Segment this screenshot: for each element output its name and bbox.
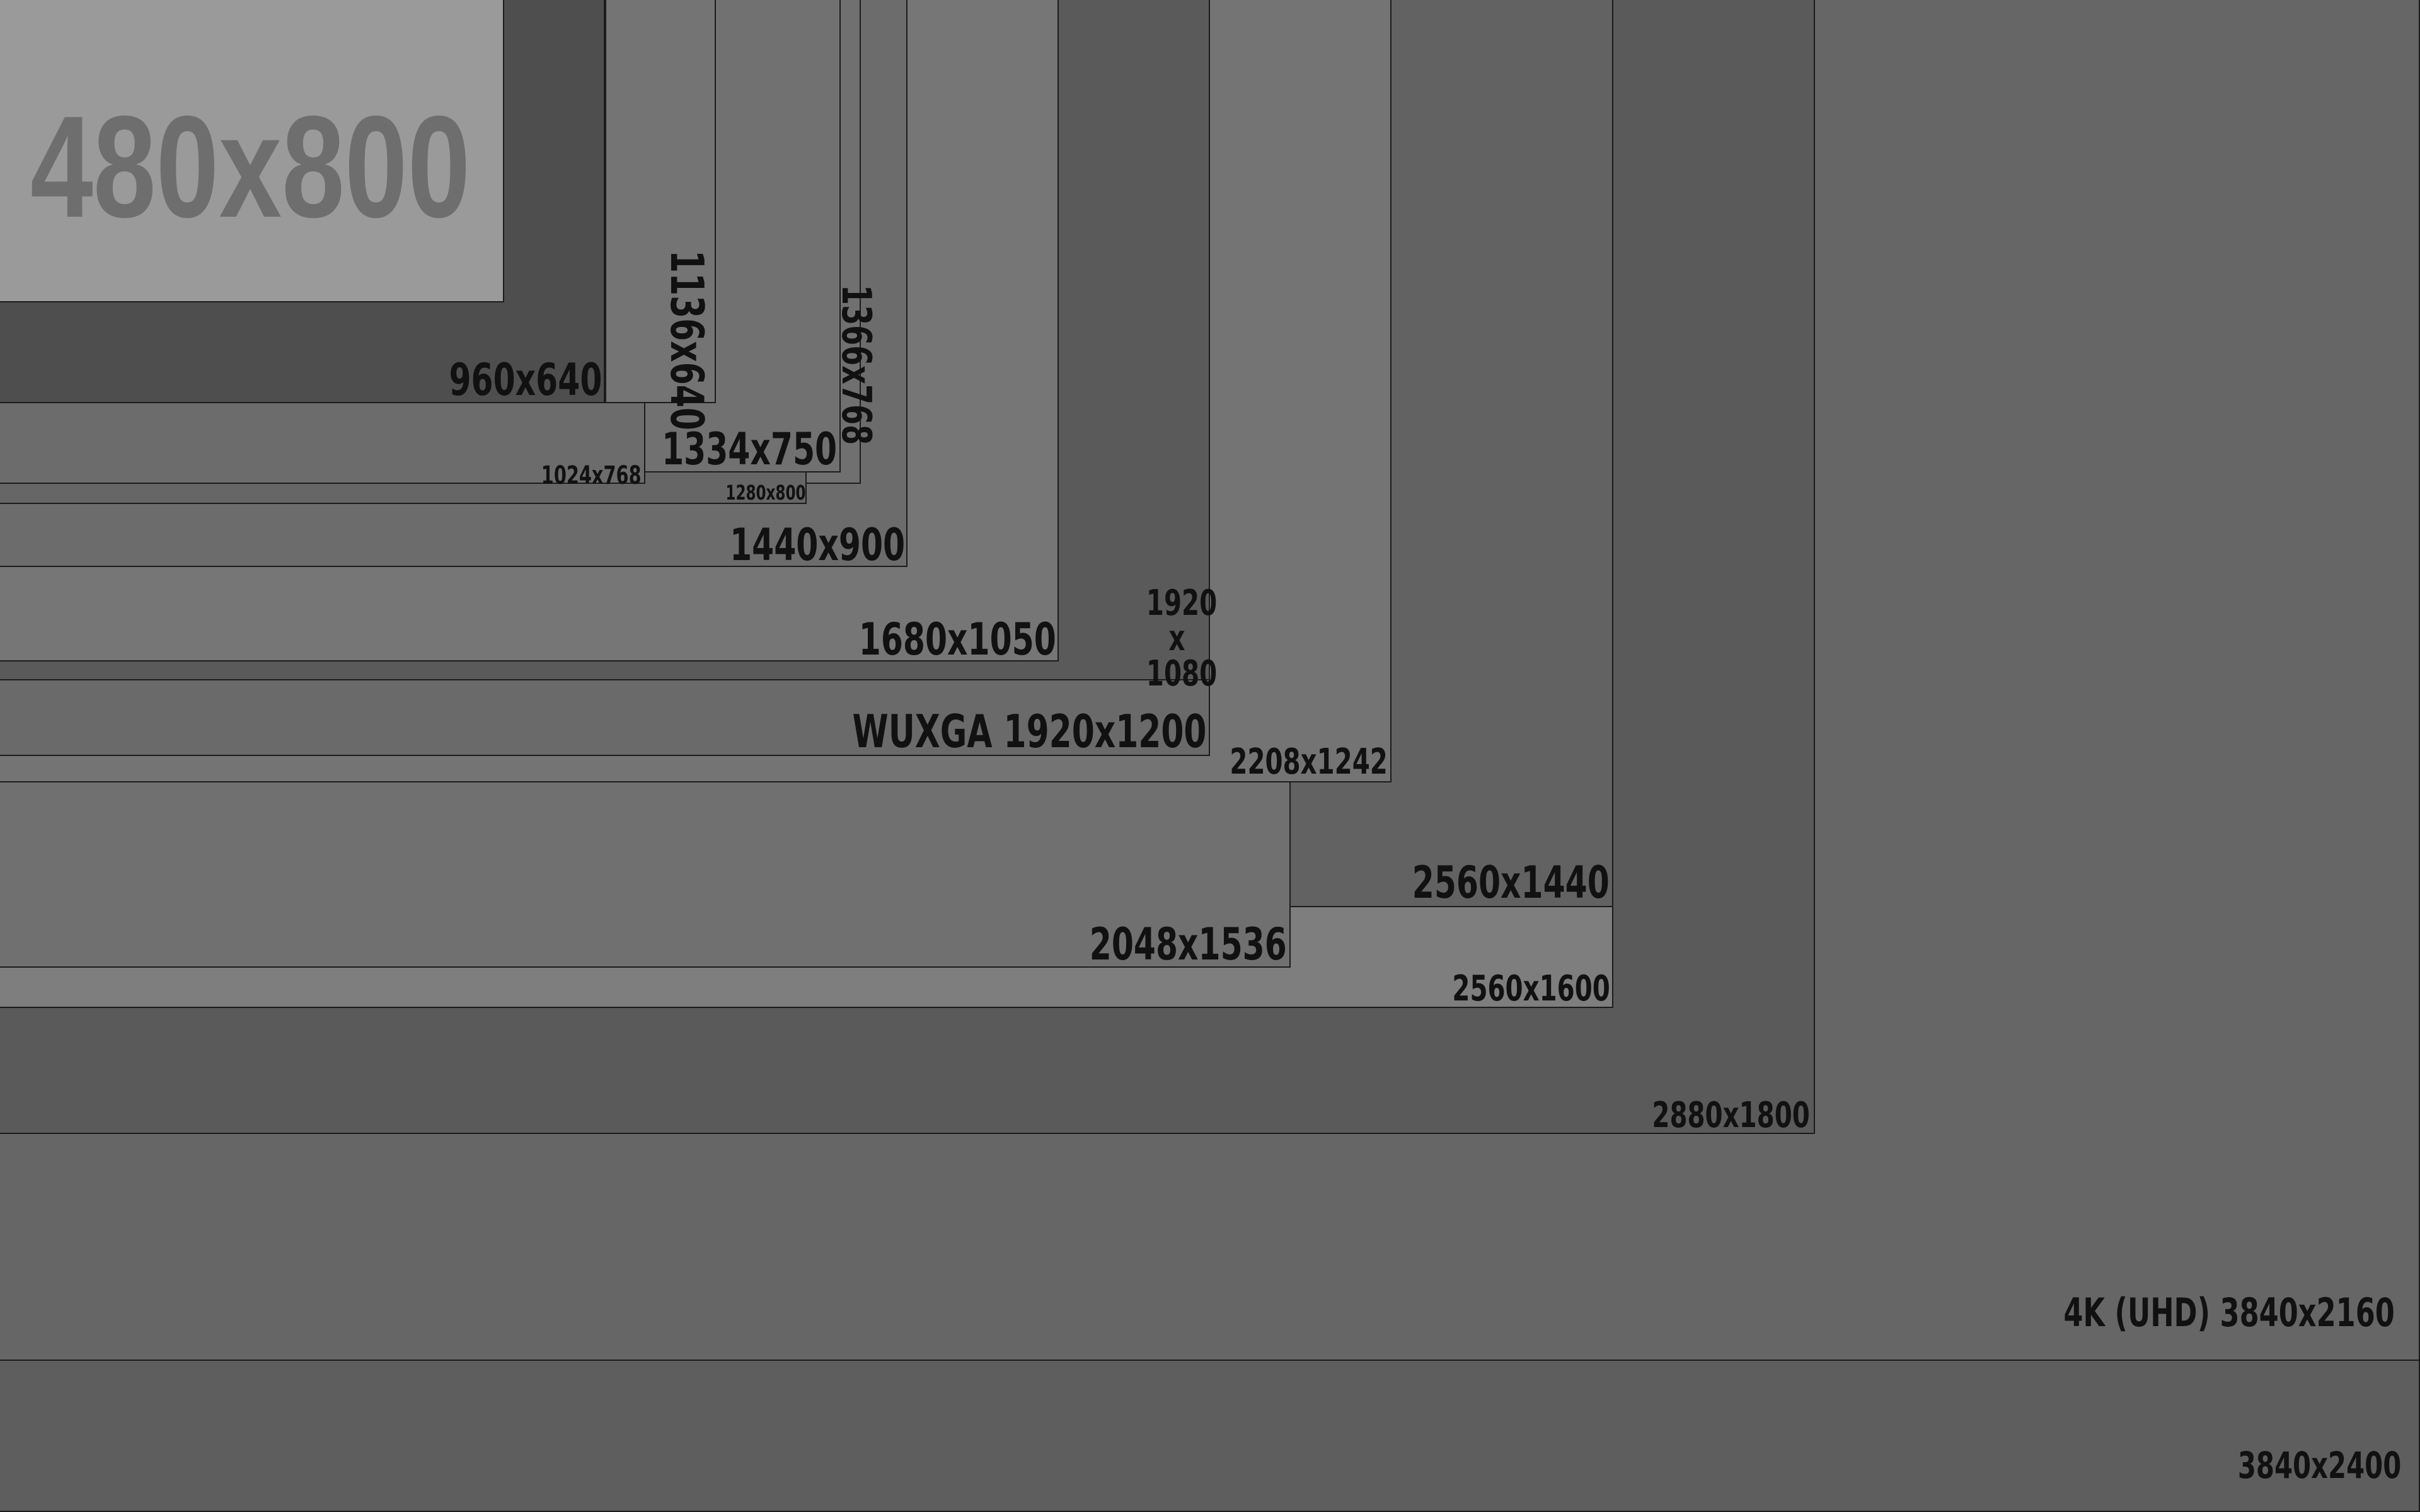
label-480x800: 480x800 <box>30 86 471 248</box>
label-1680x1050: 1680x1050 <box>858 614 1056 665</box>
label-2560x1440: 2560x1440 <box>1412 857 1610 908</box>
label-2048x1536: 2048x1536 <box>1089 919 1287 970</box>
label-1920x1080-text: 1920 x 1080 <box>1146 583 1218 694</box>
label-3840x2160: 4K (UHD) 3840x2160 <box>2063 1290 2395 1336</box>
label-1136x640: 1136x640 <box>660 250 713 430</box>
label-2880x1800: 2880x1800 <box>1652 1095 1810 1136</box>
label-1920x1080: 1920 x 1080 <box>1146 583 1218 694</box>
rect-1136x640 <box>605 0 716 403</box>
label-2560x1600: 2560x1600 <box>1452 968 1610 1009</box>
label-wuxga-1920x1200: WUXGA 1920x1200 <box>853 705 1207 758</box>
label-1280x800: 1280x800 <box>725 481 805 505</box>
label-2208x1242: 2208x1242 <box>1230 742 1388 782</box>
label-1334x750: 1334x750 <box>662 423 837 475</box>
label-960x640: 960x640 <box>449 354 602 406</box>
label-3840x2400: 3840x2400 <box>2237 1444 2401 1487</box>
label-1366x768: 1366x768 <box>833 285 879 445</box>
label-1024x768: 1024x768 <box>541 461 642 490</box>
rect-480x800 <box>0 0 504 302</box>
label-1440x900: 1440x900 <box>730 519 905 571</box>
